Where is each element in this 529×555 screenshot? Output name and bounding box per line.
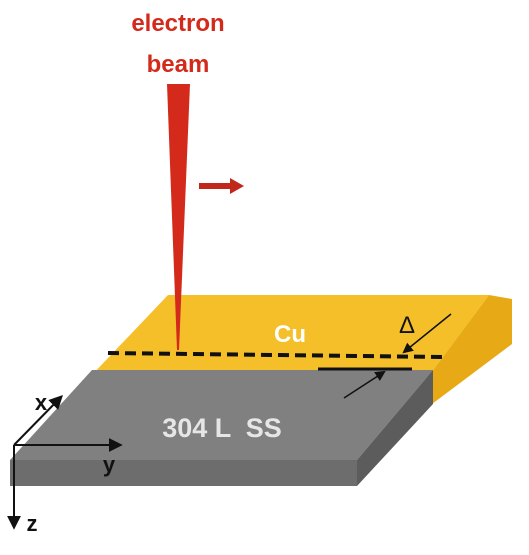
electron-beam: electron beam <box>131 10 244 350</box>
offset-arrow-upper <box>402 313 452 354</box>
y-axis-label: y <box>103 452 116 477</box>
x-axis-line <box>13 394 63 446</box>
ss-label: 304 L SS <box>162 413 282 443</box>
x-axis-label: x <box>35 390 48 415</box>
beam-label-line1: electron <box>131 10 224 37</box>
beam-cone <box>167 84 190 350</box>
beam-direction-arrow-head <box>230 178 244 194</box>
coordinate-axes: x y z <box>7 390 123 536</box>
z-axis-label: z <box>27 511 38 536</box>
offset-indicator: Δ <box>318 312 452 399</box>
ss-plate-side-face <box>357 370 433 486</box>
ss-plate-top-face <box>10 370 433 460</box>
ss-plate: 304 L SS <box>10 370 433 486</box>
beam-label-line2: beam <box>147 51 210 78</box>
delta-symbol: Δ <box>399 312 415 339</box>
cu-plate-side-face <box>428 295 512 407</box>
cu-label: Cu <box>274 321 306 348</box>
ss-plate-front-face <box>10 460 357 486</box>
joint-dashed-line <box>107 351 445 359</box>
offset-arrow-lower <box>343 370 386 399</box>
